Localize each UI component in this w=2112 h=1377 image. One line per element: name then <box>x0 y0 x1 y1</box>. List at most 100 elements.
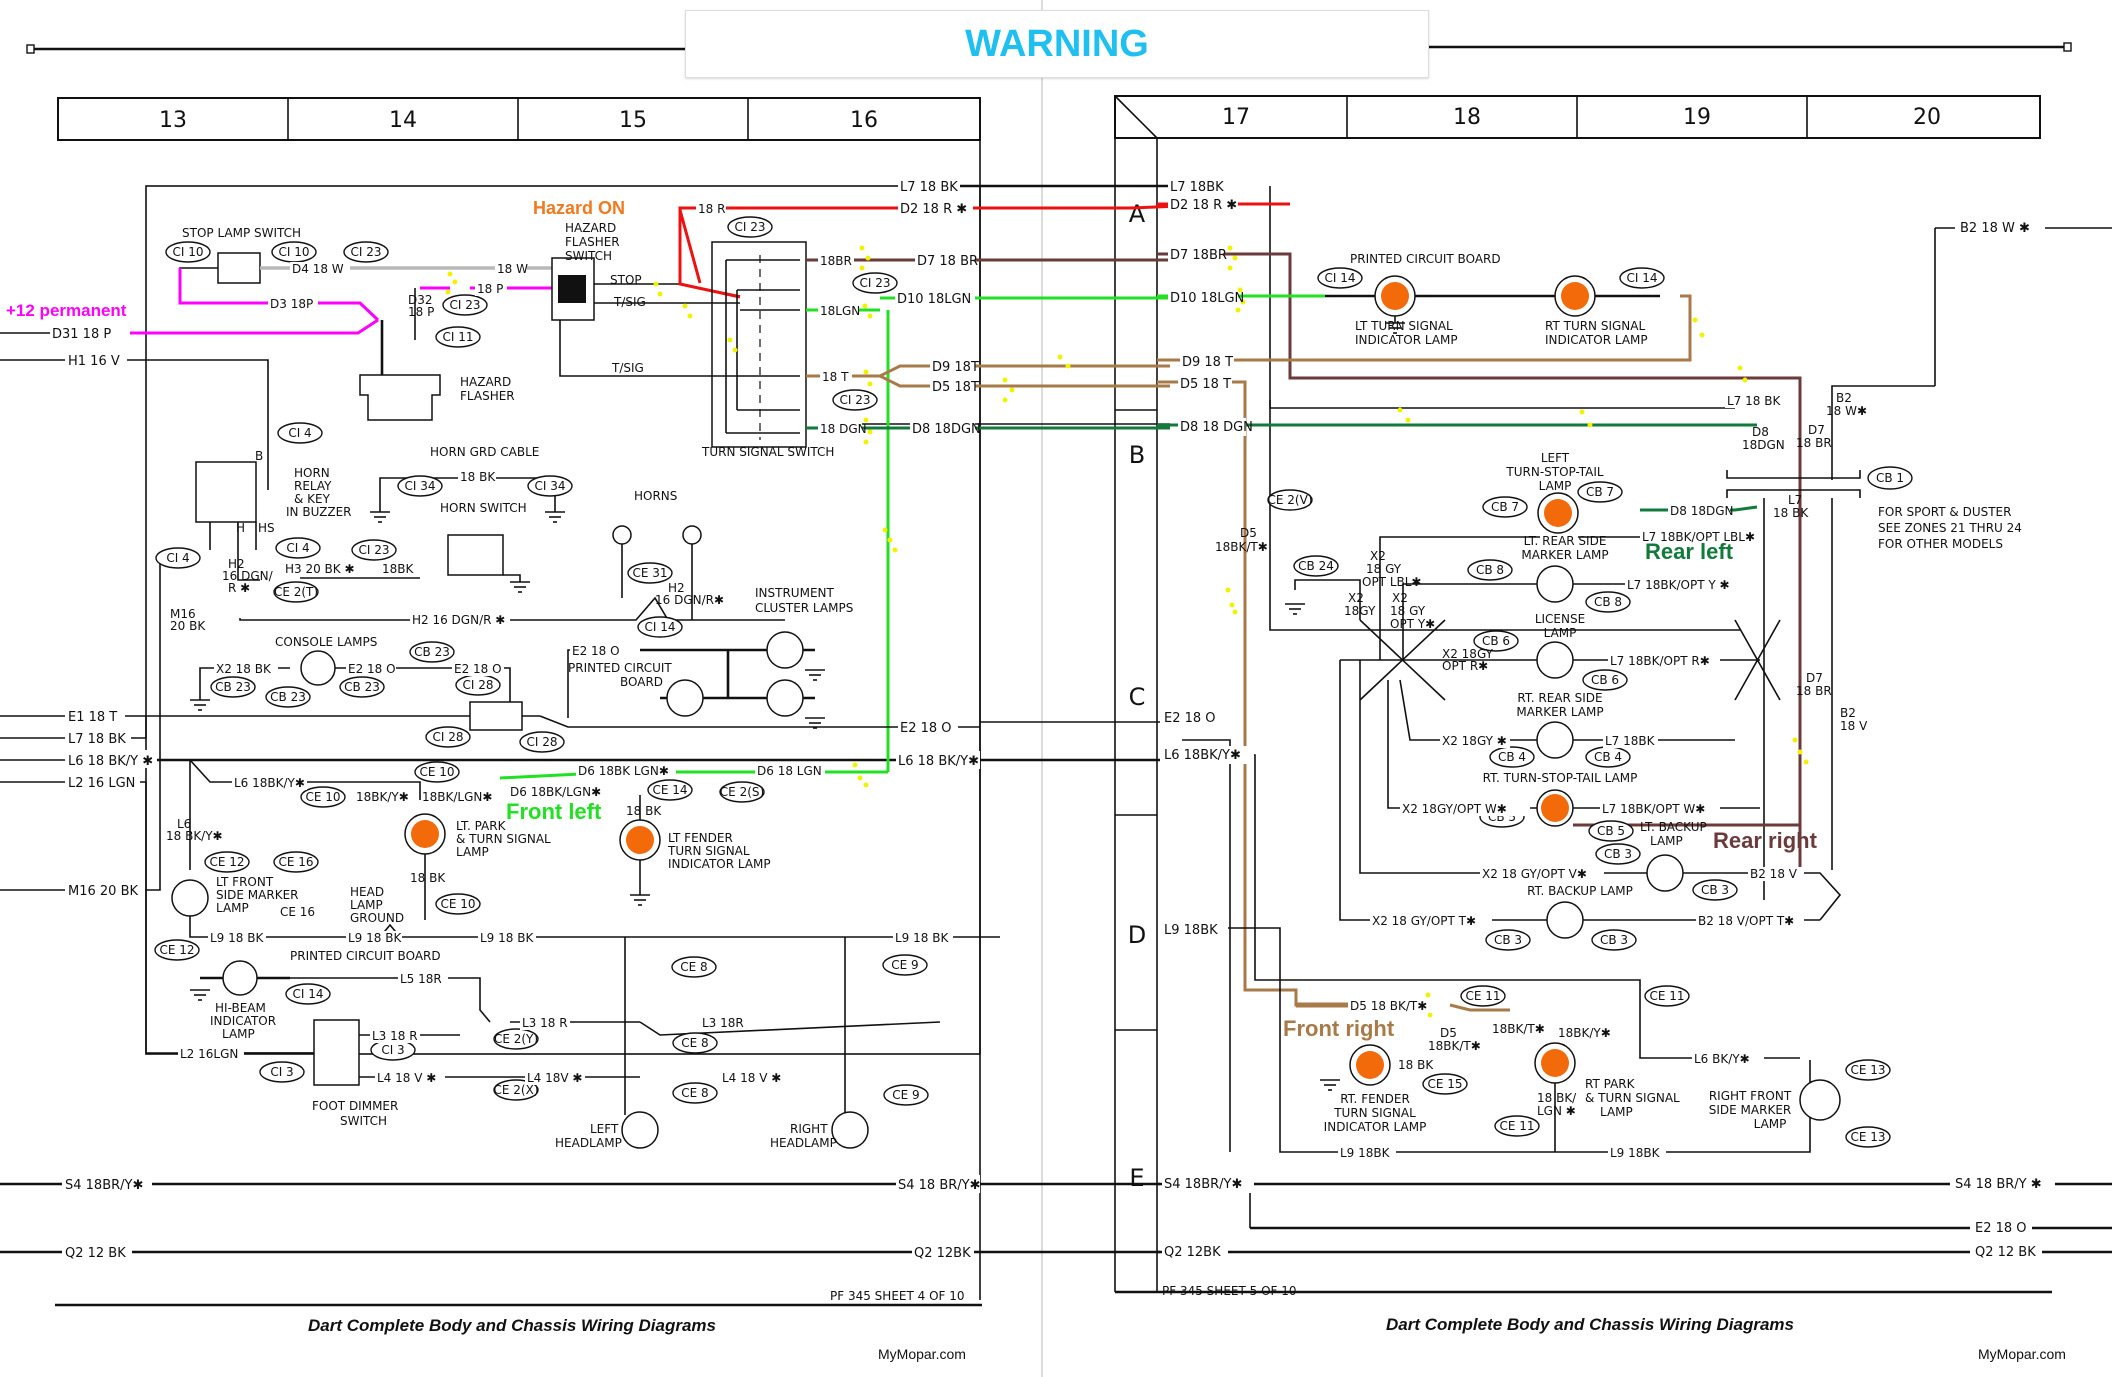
svg-text:D4 18 W: D4 18 W <box>292 262 344 276</box>
svg-text:OPT Y✱: OPT Y✱ <box>1390 617 1435 631</box>
svg-text:B: B <box>255 449 263 463</box>
svg-text:B2: B2 <box>1836 391 1852 405</box>
active-lamps <box>411 275 1596 1079</box>
svg-text:S4 18BR/Y✱: S4 18BR/Y✱ <box>65 1178 143 1193</box>
svg-text:CI 23: CI 23 <box>734 220 765 234</box>
svg-text:18 W: 18 W <box>497 262 528 276</box>
svg-text:INDICATOR LAMP: INDICATOR LAMP <box>1545 333 1648 347</box>
warning-text: WARNING <box>965 22 1149 65</box>
left-sheet-id: PF 345 SHEET 4 OF 10 <box>830 1289 965 1303</box>
svg-text:CI 23: CI 23 <box>358 543 389 557</box>
ground-icon <box>510 581 530 593</box>
front-right-annotation: Front right <box>1283 1016 1395 1041</box>
svg-text:INSTRUMENT: INSTRUMENT <box>755 586 834 600</box>
svg-text:D2 18 R ✱: D2 18 R ✱ <box>900 202 967 217</box>
svg-text:PRINTED CIRCUIT: PRINTED CIRCUIT <box>568 661 672 675</box>
left-wire-labels: D4 18 W 18 W 18 P D3 18P D32 18 P 18 R S… <box>166 202 953 1085</box>
connectors-right <box>1267 267 1913 1148</box>
ground-icon <box>190 699 210 711</box>
svg-text:CE 13: CE 13 <box>1850 1063 1885 1077</box>
zone-16: 16 <box>850 108 878 133</box>
svg-text:Q2 12 BK: Q2 12 BK <box>65 1246 126 1261</box>
svg-text:Q2 12BK: Q2 12BK <box>914 1246 971 1261</box>
svg-text:CE 10: CE 10 <box>305 790 340 804</box>
svg-text:PRINTED CIRCUIT BOARD: PRINTED CIRCUIT BOARD <box>1350 252 1501 266</box>
svg-text:FLASHER: FLASHER <box>460 389 515 403</box>
zone-14: 14 <box>389 108 417 133</box>
right-component-labels: PRINTED CIRCUIT BOARD LT TURN SIGNAL IND… <box>1324 252 1792 1134</box>
svg-text:18 W✱: 18 W✱ <box>1826 404 1867 418</box>
svg-text:L7: L7 <box>1788 493 1802 507</box>
svg-text:CB 6: CB 6 <box>1482 634 1510 648</box>
svg-text:CI 3: CI 3 <box>270 1065 293 1079</box>
svg-text:D8 18 DGN: D8 18 DGN <box>1180 420 1253 435</box>
svg-text:D6 18BK LGN✱: D6 18BK LGN✱ <box>578 764 669 778</box>
svg-text:CE 12: CE 12 <box>209 855 244 869</box>
svg-text:CB 8: CB 8 <box>1594 595 1622 609</box>
svg-text:18 BK/: 18 BK/ <box>1537 1091 1577 1105</box>
svg-text:HAZARD: HAZARD <box>565 221 616 235</box>
svg-text:HORN GRD CABLE: HORN GRD CABLE <box>430 445 539 459</box>
svg-text:RELAY: RELAY <box>294 479 332 493</box>
ground-icon <box>1385 322 1405 334</box>
svg-text:CI 23: CI 23 <box>449 298 480 312</box>
svg-text:L3 18 R: L3 18 R <box>522 1016 568 1030</box>
rt-tst-lamp-lit <box>1541 794 1569 822</box>
svg-text:D6 18 LGN: D6 18 LGN <box>757 764 822 778</box>
svg-text:CI 14: CI 14 <box>644 620 675 634</box>
svg-text:TURN SIGNAL: TURN SIGNAL <box>1333 1106 1416 1120</box>
svg-text:H2: H2 <box>228 557 245 571</box>
svg-text:CB 4: CB 4 <box>1498 750 1526 764</box>
svg-text:B2 18 V: B2 18 V <box>1750 867 1798 881</box>
svg-text:CI 4: CI 4 <box>286 541 309 555</box>
svg-text:CONSOLE LAMPS: CONSOLE LAMPS <box>275 635 377 649</box>
left-site: MyMopar.com <box>878 1346 966 1362</box>
svg-text:L7 18BK/OPT Y ✱: L7 18BK/OPT Y ✱ <box>1627 578 1730 592</box>
svg-text:L9 18 BK: L9 18 BK <box>895 931 949 945</box>
svg-text:HORNS: HORNS <box>634 489 677 503</box>
svg-text:CE 11: CE 11 <box>1499 1119 1534 1133</box>
svg-text:LAMP: LAMP <box>1539 479 1572 493</box>
top-rail-right <box>1428 42 2072 52</box>
stop-lamp-switch-label: STOP LAMP SWITCH <box>182 226 301 240</box>
svg-text:& TURN SIGNAL: & TURN SIGNAL <box>1585 1091 1680 1105</box>
svg-text:FOR OTHER MODELS: FOR OTHER MODELS <box>1878 537 2003 551</box>
svg-text:CE 31: CE 31 <box>632 566 667 580</box>
svg-text:FLASHER: FLASHER <box>565 235 620 249</box>
rear-right-annotation: Rear right <box>1713 828 1818 853</box>
svg-text:LT. REAR SIDE: LT. REAR SIDE <box>1524 534 1607 548</box>
svg-text:H2: H2 <box>668 581 685 595</box>
svg-text:PRINTED CIRCUIT BOARD: PRINTED CIRCUIT BOARD <box>290 949 441 963</box>
row-b: B <box>1129 441 1145 469</box>
svg-text:D5 18 BK/T✱: D5 18 BK/T✱ <box>1350 999 1427 1013</box>
svg-text:CI 34: CI 34 <box>534 479 565 493</box>
svg-text:CI 28: CI 28 <box>526 735 557 749</box>
svg-text:B2: B2 <box>1840 706 1856 720</box>
svg-text:E2 18 O: E2 18 O <box>900 721 952 736</box>
svg-text:R ✱: R ✱ <box>228 581 250 595</box>
svg-text:CI 14: CI 14 <box>1324 271 1355 285</box>
svg-text:X2: X2 <box>1370 549 1386 563</box>
svg-text:D5: D5 <box>1440 1026 1457 1040</box>
right-sheet-id: PF 345 SHEET 5 OF 10 <box>1162 1284 1297 1298</box>
svg-text:HEADLAMP: HEADLAMP <box>770 1136 837 1150</box>
lt-fender-lamp-lit <box>626 826 654 854</box>
svg-text:TURN SIGNAL SWITCH: TURN SIGNAL SWITCH <box>701 445 834 459</box>
row-a: A <box>1129 200 1146 228</box>
svg-text:L4 18 V ✱: L4 18 V ✱ <box>377 1071 436 1085</box>
svg-text:B2 18 V/OPT T✱: B2 18 V/OPT T✱ <box>1698 914 1794 928</box>
svg-text:B2 18 W ✱: B2 18 W ✱ <box>1960 221 2030 236</box>
right-sheet-left-labels: L7 18BK D2 18 R ✱ D7 18BR D10 18LGN D9 1… <box>1162 177 1254 1261</box>
svg-text:LT. BACKUP: LT. BACKUP <box>1640 820 1707 834</box>
svg-text:L7 18BK: L7 18BK <box>1605 734 1656 748</box>
svg-text:D9 18T: D9 18T <box>932 360 979 375</box>
svg-text:CB 3: CB 3 <box>1604 847 1632 861</box>
row-d: D <box>1128 921 1146 949</box>
svg-text:LT FRONT: LT FRONT <box>216 875 274 889</box>
svg-text:L6 BK/Y✱: L6 BK/Y✱ <box>1694 1052 1750 1066</box>
svg-text:LAMP: LAMP <box>350 898 383 912</box>
svg-text:18 T: 18 T <box>822 370 849 384</box>
connector-labels-right: CI 14 CI 14 CE 2(V) CB 1 CB 7 CB 7 CB 24… <box>1268 271 1905 1144</box>
svg-text:D6 18BK/LGN✱: D6 18BK/LGN✱ <box>510 785 601 799</box>
svg-text:BOARD: BOARD <box>620 675 663 689</box>
